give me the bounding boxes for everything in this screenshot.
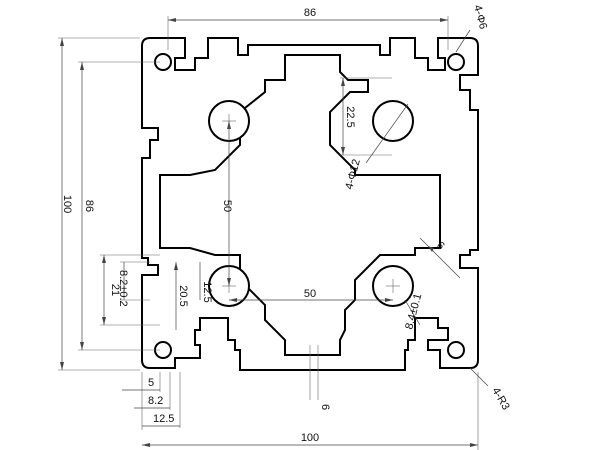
center-hole-top-right (372, 100, 414, 142)
dim-corner-radius: 4-R3 (489, 386, 511, 413)
dim-bottom-8-2: 8.2 (148, 395, 163, 407)
dim-top-width: 86 (304, 7, 316, 19)
dim-left-slot-c: 20.5 (177, 285, 189, 306)
dim-left-height: 100 (61, 195, 73, 213)
dim-right-upper: 22.5 (344, 106, 356, 127)
corner-hole-bottom-right (447, 341, 465, 359)
corner-hole-top-right (447, 53, 465, 71)
dim-bottom-12-5: 12.5 (153, 413, 174, 425)
dim-left-inner: 86 (83, 200, 95, 212)
dim-left-slot-d: 12.5 (201, 281, 213, 302)
dim-middle-vertical: 50 (221, 200, 233, 212)
dim-corner-holes: 4-Φ6 (471, 4, 489, 31)
dim-bottom-width: 100 (301, 432, 319, 444)
dim-middle-horizontal: 50 (304, 288, 316, 300)
dim-bottom-5: 5 (148, 377, 154, 389)
dim-left-slot-b: 21 (109, 284, 121, 296)
inner-cavity (159, 54, 441, 356)
dim-bottom-6: 6 (319, 404, 331, 410)
dim-left-slot-a: 8.2±0.2 (117, 270, 129, 307)
